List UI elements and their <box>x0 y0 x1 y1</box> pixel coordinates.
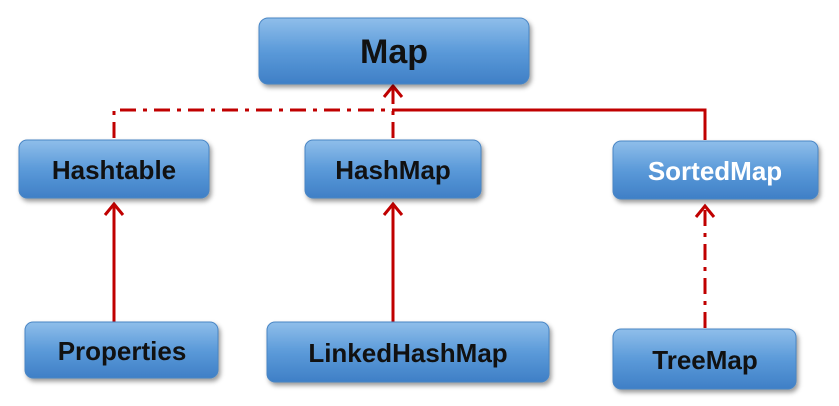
node-hashmap-label: HashMap <box>335 155 451 185</box>
connector-layer <box>103 83 716 328</box>
node-treemap[interactable]: TreeMap <box>612 328 797 390</box>
node-sortedmap-label: SortedMap <box>648 156 782 186</box>
node-map[interactable]: Map <box>258 17 530 85</box>
node-linkedhashmap[interactable]: LinkedHashMap <box>266 321 550 383</box>
open-arrow-icon <box>103 201 125 216</box>
node-properties-label: Properties <box>58 336 187 366</box>
open-arrow-icon <box>382 201 404 216</box>
open-arrow-icon <box>382 83 404 98</box>
node-linkedhashmap-label: LinkedHashMap <box>308 338 507 368</box>
edge-hashtable-to-map <box>112 108 393 138</box>
node-hashtable[interactable]: Hashtable <box>18 139 210 199</box>
node-hashmap[interactable]: HashMap <box>304 139 482 199</box>
node-treemap-label: TreeMap <box>652 345 758 375</box>
node-sortedmap[interactable]: SortedMap <box>612 140 819 200</box>
node-map-label: Map <box>360 33 428 71</box>
edge-sortedmap-to-map <box>393 108 707 140</box>
node-hashtable-label: Hashtable <box>52 155 176 185</box>
open-arrow-icon <box>694 203 716 218</box>
node-properties[interactable]: Properties <box>24 321 219 379</box>
